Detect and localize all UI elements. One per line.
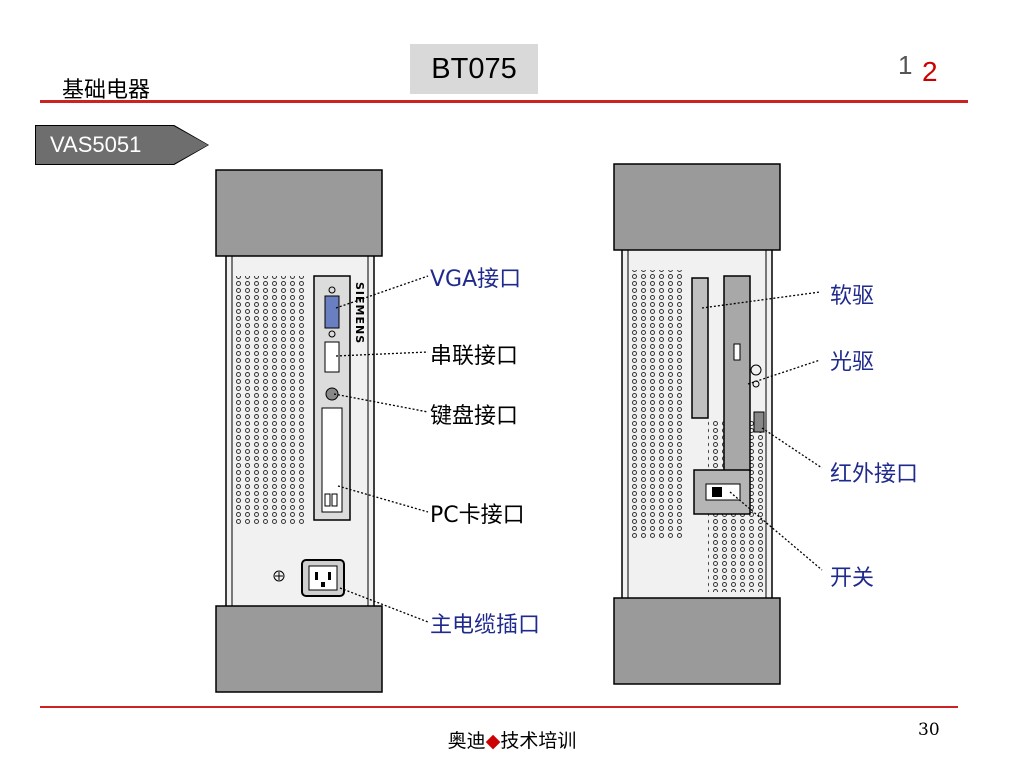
footer-brand: 奥迪◆技术培训 — [0, 726, 1024, 753]
right-device — [613, 163, 781, 685]
callout-pc-card: PC卡接口 — [430, 503, 525, 528]
callout-infrared: 红外接口 — [830, 462, 919, 487]
page-indicator-1: 1 — [898, 50, 913, 80]
header-divider — [40, 100, 968, 103]
callout-power-inlet: 主电缆插口 — [430, 613, 541, 638]
page-indicator-2: 2 — [922, 56, 938, 87]
page-number: 30 — [918, 720, 940, 740]
course-code-box: BT075 — [410, 44, 538, 94]
callout-keyboard: 键盘接口 — [430, 404, 519, 429]
pc-card-slot — [321, 407, 343, 513]
serial-port — [324, 341, 340, 373]
callout-serial: 串联接口 — [430, 344, 519, 369]
footer-brand-left: 奥迪 — [447, 730, 486, 752]
callout-floppy: 软驱 — [830, 284, 875, 309]
footer-divider — [40, 706, 958, 708]
keyboard-port — [325, 387, 339, 401]
left-device — [215, 169, 383, 693]
brand-label: SIEMENS — [353, 282, 366, 345]
callout-switch: 开关 — [830, 566, 875, 591]
optical-drive — [723, 275, 751, 473]
vga-port — [324, 295, 340, 329]
floppy-drive — [691, 277, 709, 419]
callout-optical: 光驱 — [830, 350, 875, 375]
footer-brand-right: 技术培训 — [500, 730, 577, 752]
section-title: 基础电器 — [62, 78, 151, 103]
ground-screw — [273, 570, 285, 582]
callout-vga: VGA接口 — [430, 267, 522, 292]
diamond-icon: ◆ — [485, 730, 501, 752]
model-tag — [36, 126, 208, 164]
infrared-port — [753, 411, 765, 433]
model-tag-label: VAS5051 — [50, 132, 142, 157]
leader-lines — [333, 275, 823, 623]
